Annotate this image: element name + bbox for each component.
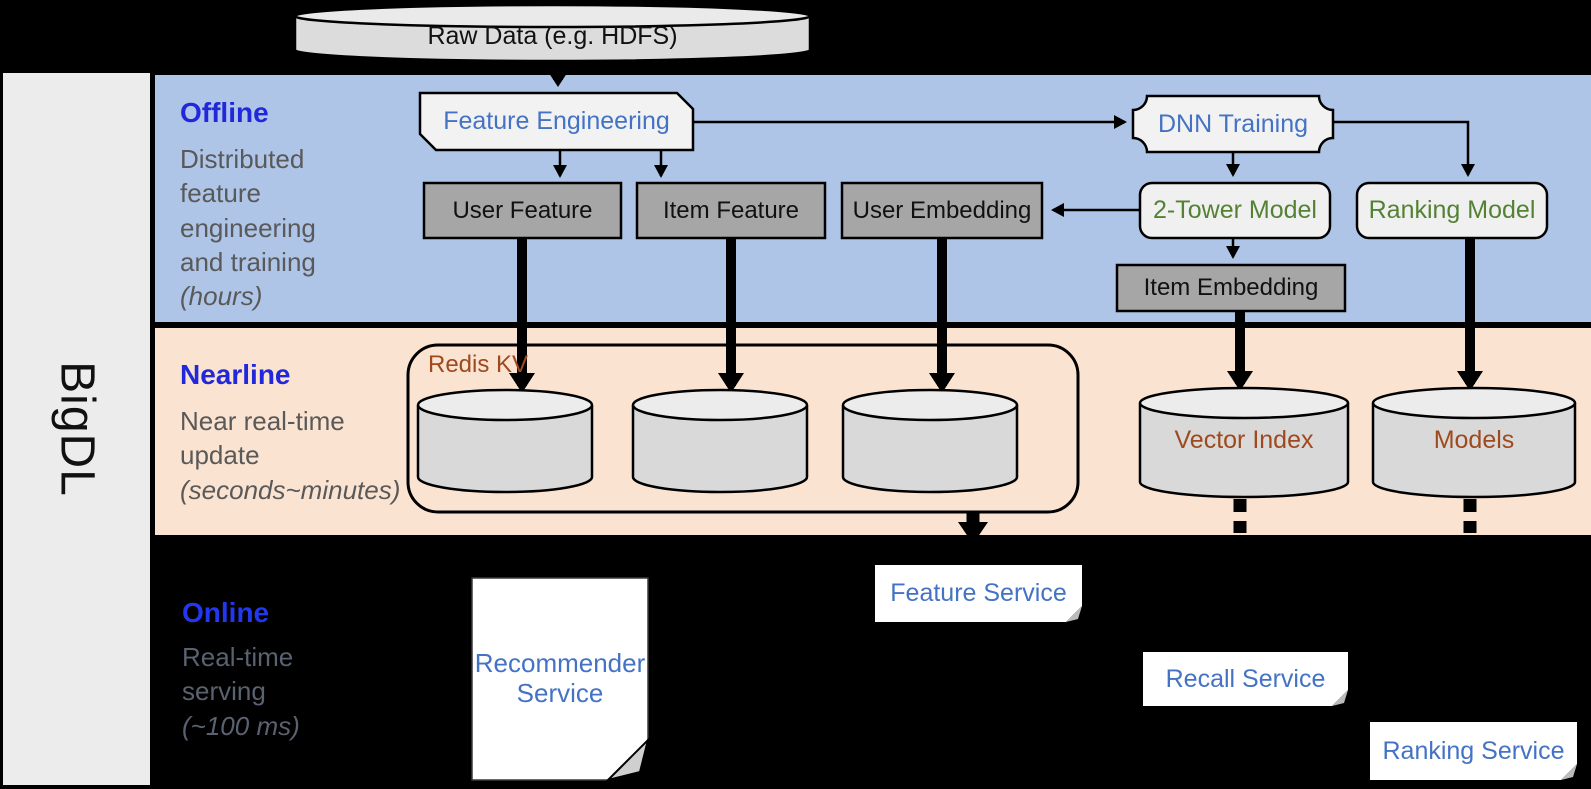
recall-service-label: Recall Service [1165, 664, 1326, 693]
vector-index-label: Vector Index [1174, 425, 1314, 454]
offline-desc-italic: (hours) [180, 281, 263, 312]
redis-cylinder-3 [841, 388, 1019, 494]
redis-kv-container [406, 343, 1080, 514]
online-desc-italic: (~100 ms) [182, 710, 300, 741]
ranking-service-label: Ranking Service [1382, 736, 1565, 765]
offline-section-desc: Distributed feature engineering and trai… [180, 144, 316, 312]
dnn-training-label: DNN Training [1157, 109, 1309, 138]
offline-section-title: Offline [180, 96, 269, 128]
nearline-section-desc: Near real-time update (seconds~minutes) [180, 406, 401, 505]
feature-engineering-box [418, 91, 695, 152]
item-embedding-label: Item Embedding [1143, 274, 1319, 302]
online-section-title: Online [182, 596, 270, 628]
recommender-service-label: Recommender Service [474, 648, 646, 708]
nearline-section-title: Nearline [180, 358, 291, 390]
vector-index-cylinder [1138, 386, 1350, 499]
redis-kv-label: Redis KV [428, 351, 529, 379]
ranking-model-box [1355, 181, 1549, 240]
ranking-model-label: Ranking Model [1368, 196, 1536, 225]
user-feature-label: User Feature [452, 196, 593, 224]
nearline-desc-italic: (seconds~minutes) [180, 474, 401, 505]
arrow-dnn-to-rankingmodel [1333, 120, 1475, 177]
user-embedding-box [840, 181, 1044, 240]
online-section-desc: Real-time serving (~100 ms) [182, 642, 300, 741]
raw-data-cylinder [293, 3, 812, 63]
feature-engineering-label: Feature Engineering [443, 107, 670, 136]
models-cylinder [1371, 386, 1577, 499]
recommender-service-document [471, 577, 650, 782]
user-embedding-label: User Embedding [852, 196, 1032, 224]
redis-cylinder-2 [631, 388, 809, 494]
item-feature-label: Item Feature [662, 196, 800, 224]
feature-service-card [875, 565, 1082, 622]
item-embedding-box [1115, 263, 1347, 313]
two-tower-model-label: 2-Tower Model [1153, 196, 1317, 225]
user-feature-box [422, 181, 623, 240]
bigdl-sidebar: BigDL [3, 73, 150, 785]
recall-service-card [1143, 652, 1348, 706]
models-label: Models [1433, 425, 1515, 454]
item-feature-box [635, 181, 827, 240]
redis-cylinder-1 [416, 388, 594, 494]
feature-service-label: Feature Service [890, 579, 1067, 608]
ranking-service-card [1370, 722, 1577, 780]
dnn-training-box [1131, 94, 1335, 154]
raw-data-label: Raw Data (e.g. HDFS) [427, 21, 678, 50]
